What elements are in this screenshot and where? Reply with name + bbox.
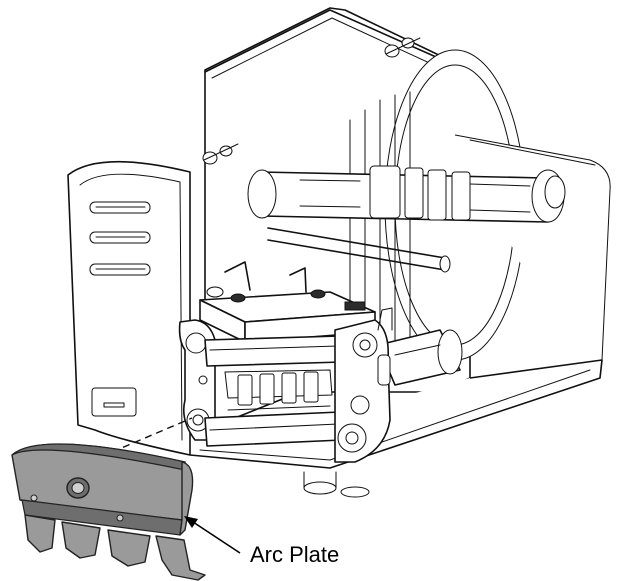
hinge-left [202, 143, 239, 165]
side-panel [67, 160, 191, 456]
arrowhead-icon [184, 516, 198, 528]
arrow-icon [189, 519, 241, 554]
install-guide-line [111, 417, 193, 453]
print-rollers [224, 369, 333, 419]
hinge-right [384, 37, 421, 58]
callout-label: Arc Plate [250, 542, 339, 567]
arc-plate [11, 443, 206, 581]
callout: Arc Plate [184, 516, 339, 567]
ribbon-spindle [247, 165, 566, 273]
printhead-assembly [178, 261, 393, 463]
